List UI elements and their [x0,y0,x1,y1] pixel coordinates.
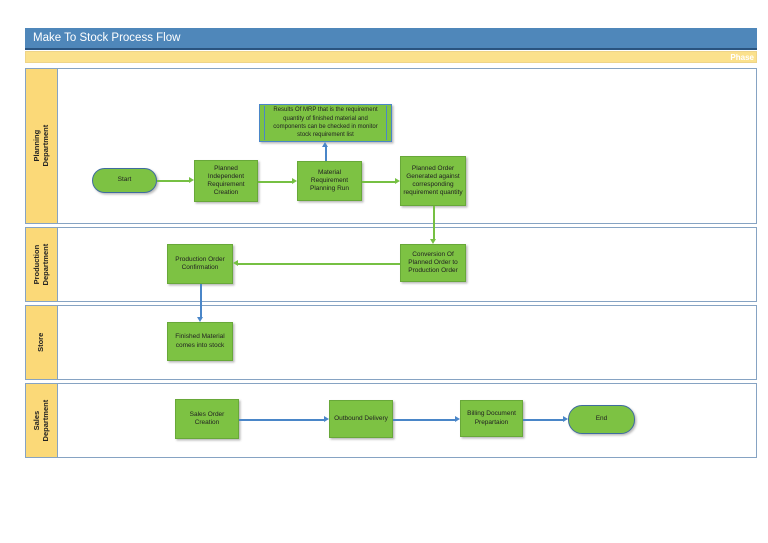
arrowhead [292,178,297,184]
note-side-bar-left [264,106,265,140]
arrowhead [455,416,460,422]
lane-content-store [58,306,756,379]
arrowhead [197,317,203,322]
step-billing-document-preparation: Billing Document Prepartaion [460,400,523,437]
arrow-confirmation-to-finished-material [200,284,202,318]
arrow-billing-to-end [523,419,564,421]
step-label: Sales Order Creation [189,410,225,426]
arrow-mrp-to-planned-order [362,181,396,183]
lane-label-production: Production Department [26,228,58,301]
lane-label-store: Store [26,306,58,379]
arrowhead [189,177,194,183]
arrow-sales-order-to-outbound [239,419,325,421]
arrow-start-to-pir [157,180,190,182]
end-terminator: End [568,405,635,434]
step-label: Planned Independent Requirement Creation [207,164,245,197]
arrowhead [233,260,238,266]
arrowhead [322,142,328,147]
arrow-planned-order-to-conversion [433,206,435,240]
lane-label-sales: Sales Department [26,384,58,457]
phase-label: Phase [730,52,754,62]
step-planned-order-generated: Planned Order Generated against correspo… [400,156,466,206]
step-label: Production Order Confirmation [175,255,225,271]
lane-label-text: Store [36,332,46,353]
step-label: Material Requirement Planning Run [309,168,350,193]
step-sales-order-creation: Sales Order Creation [175,399,239,439]
start-terminator: Start [92,168,157,193]
step-label: Billing Document Prepartaion [467,410,516,426]
phase-bar: Phase [25,51,757,63]
arrowhead [430,239,436,244]
arrow-outbound-to-billing [393,419,456,421]
note-mrp-results: Results Of MRP that is the requirement q… [259,104,392,142]
step-finished-material-into-stock: Finished Material comes into stock [167,322,233,361]
step-label: Conversion Of Planned Order to Productio… [408,250,458,275]
arrowhead [563,416,568,422]
arrow-pir-to-mrp [258,181,293,183]
lane-production-department: Production Department [25,227,757,302]
arrow-conversion-to-confirmation [238,263,400,265]
title-underline [25,48,757,50]
lane-planning-department: Planning Department [25,68,757,224]
end-label: End [595,415,608,423]
step-outbound-delivery: Outbound Delivery [329,400,393,438]
lane-store: Store [25,305,757,380]
lane-content-sales [58,384,756,457]
lane-label-planning: Planning Department [26,69,58,223]
step-label: Planned Order Generated against correspo… [403,164,463,197]
diagram-title: Make To Stock Process Flow [33,32,181,44]
step-conversion-planned-to-production: Conversion Of Planned Order to Productio… [400,244,466,282]
step-label: Finished Material comes into stock [175,333,225,349]
arrowhead [324,416,329,422]
arrowhead [395,178,400,184]
step-label: Outbound Delivery [334,414,388,422]
step-production-order-confirmation: Production Order Confirmation [167,244,233,284]
arrow-mrp-to-note [325,147,327,161]
note-side-bar-right [386,106,387,140]
note-text: Results Of MRP that is the requirement q… [273,107,378,139]
step-planned-independent-requirement: Planned Independent Requirement Creation [194,160,258,202]
lane-label-text: Sales Department [31,399,50,442]
lane-label-text: Production Department [31,243,50,286]
start-label: Start [117,176,132,184]
step-mrp-run: Material Requirement Planning Run [297,161,362,201]
diagram-title-bar: Make To Stock Process Flow [25,28,757,48]
lane-label-text: Planning Department [31,125,50,167]
